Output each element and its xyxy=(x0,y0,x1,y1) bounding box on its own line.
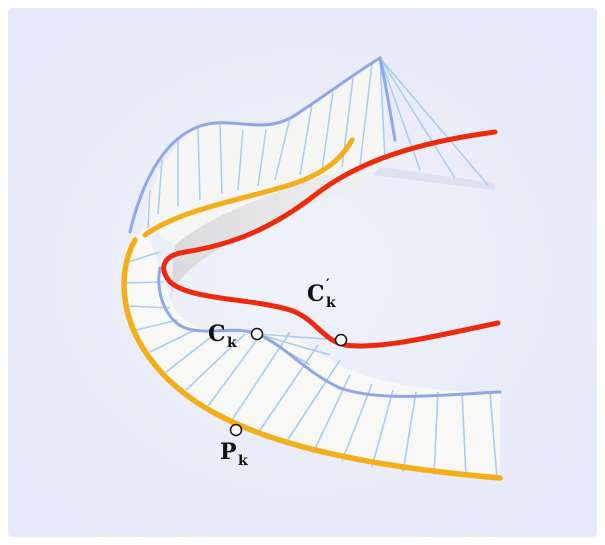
point-c-k-prime-marker xyxy=(336,335,347,346)
label-c-k-prime-main: C xyxy=(307,281,325,307)
background-panel xyxy=(8,8,597,537)
label-c-k-sub: k xyxy=(227,335,237,351)
point-p-k-marker xyxy=(231,425,242,436)
point-c-k-marker xyxy=(252,329,263,340)
label-p-k-main: P xyxy=(220,439,237,465)
label-p-k-sub: k xyxy=(238,453,248,469)
label-c-k-main: C xyxy=(208,321,226,347)
label-c-k-prime-mark: ′ xyxy=(326,277,330,293)
label-c-k-prime-sub: k xyxy=(326,295,336,311)
